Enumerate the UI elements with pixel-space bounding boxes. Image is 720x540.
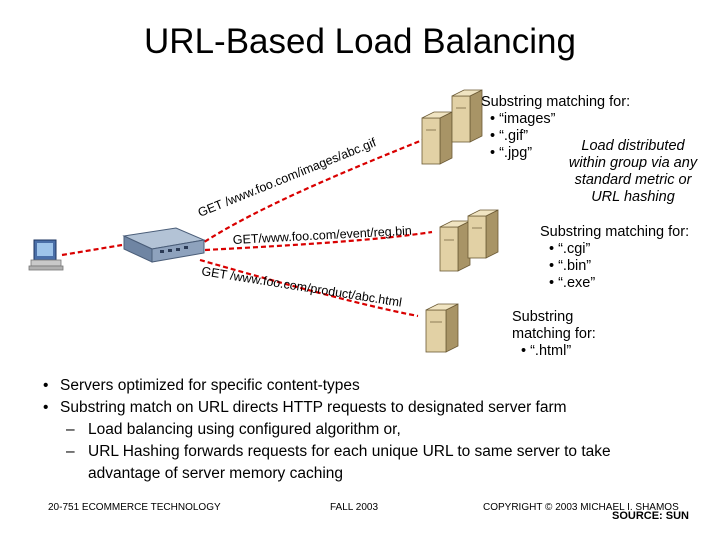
bullet-list: Servers optimized for specific content-t… (38, 375, 698, 485)
bullet-item: Substring match on URL directs HTTP requ… (38, 397, 698, 419)
sub-bullet-text-continued: advantage of server memory caching (88, 465, 344, 482)
farm-top-note-line: Load distributed (581, 138, 685, 154)
sub-bullet-item: – Load balancing using configured algori… (38, 419, 698, 441)
farm-middle-heading: Substring matching for: (540, 224, 690, 240)
footer-source: SOURCE: SUN (612, 510, 690, 522)
server-farm-html-icon (425, 303, 459, 353)
farm-bottom-heading: matching for: (512, 326, 596, 342)
server-farm-images-icon (421, 89, 483, 165)
url-label-event: GET/www.foo.com/event/reg.bin (232, 224, 412, 247)
farm-middle-item: • “.cgi” (549, 241, 591, 257)
url-label-product: GET /www.foo.com/product/abc.html (201, 264, 403, 310)
bullet-item: Servers optimized for specific content-t… (38, 375, 698, 397)
farm-top-note-line: URL hashing (591, 189, 675, 205)
farm-top-note: Load distributed within group via any st… (548, 138, 718, 206)
farm-top-label: Substring matching for: • “images” • “.g… (481, 94, 681, 162)
farm-bottom-label: Substring matching for: • “.html” (512, 309, 642, 360)
sub-bullet-dash: – (66, 443, 75, 460)
url-label-images: GET /www.foo.com/images/abc.gif (196, 135, 379, 220)
farm-bottom-heading: Substring (512, 309, 574, 325)
server-farm-bin-icon (439, 209, 499, 272)
footer-term: FALL 2003 (330, 502, 379, 513)
sub-bullet-item: – URL Hashing forwards requests for each… (38, 441, 698, 485)
farm-middle-label: Substring matching for: • “.cgi” • “.bin… (540, 224, 718, 292)
sub-bullet-dash: – (66, 421, 75, 438)
farm-middle-item: • “.exe” (549, 275, 596, 291)
sub-bullet-text: URL Hashing forwards requests for each u… (88, 443, 611, 460)
page-title: URL-Based Load Balancing (144, 22, 576, 61)
footer-copyright: COPYRIGHT © 2003 MICHAEL I. SHAMOS (483, 502, 679, 513)
farm-top-item: • “images” (490, 111, 556, 127)
footer-course: 20-751 ECOMMERCE TECHNOLOGY (48, 502, 221, 513)
request-lines (61, 123, 461, 318)
client-computer-icon (28, 239, 64, 271)
farm-middle-item: • “.bin” (549, 258, 592, 274)
farm-top-note-line: standard metric or (574, 172, 692, 188)
farm-top-item: • “.gif” (490, 128, 529, 144)
farm-top-item: • “.jpg” (490, 145, 533, 161)
farm-bottom-item: • “.html” (521, 343, 572, 359)
sub-bullet-text: Load balancing using configured algorith… (88, 421, 401, 438)
farm-top-heading: Substring matching for: (481, 94, 631, 110)
content-switch-icon (122, 227, 206, 263)
farm-top-note-line: within group via any (568, 155, 698, 171)
